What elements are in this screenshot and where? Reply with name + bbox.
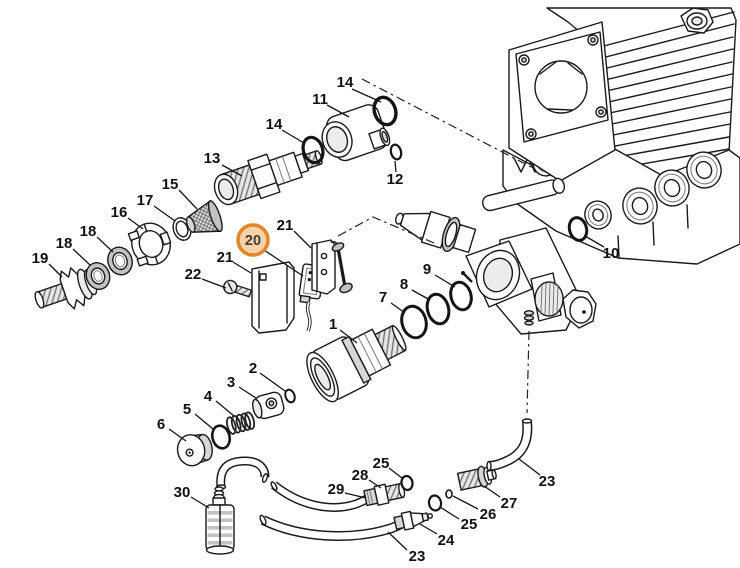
part-7-oring — [400, 304, 428, 340]
part-callout-30[interactable]: 30 — [174, 484, 191, 501]
plate-bolts — [518, 34, 607, 140]
part-callout-27[interactable]: 27 — [501, 495, 518, 512]
part-callout-6[interactable]: 6 — [157, 416, 165, 433]
part-3-valve-body — [251, 391, 285, 420]
part-14-oring-left — [301, 135, 325, 165]
part-27-fitting — [456, 465, 497, 491]
pump-body — [502, 7, 740, 265]
microswitch-group — [223, 239, 353, 334]
part-4-spring — [225, 411, 256, 435]
hose-29 — [270, 481, 378, 512]
adjustment-knob — [534, 281, 564, 317]
part-16-clamp-shells — [127, 222, 172, 267]
part-15-strainer — [185, 199, 223, 233]
part-11-elbow-fitting — [321, 104, 391, 162]
leader-lines — [48, 88, 605, 551]
part-callout-7[interactable]: 7 — [379, 289, 387, 306]
part-callout-8[interactable]: 8 — [400, 276, 408, 293]
part-callout-16[interactable]: 16 — [111, 204, 128, 221]
part-callout-23[interactable]: 23 — [539, 473, 556, 490]
part-callout-24[interactable]: 24 — [438, 532, 455, 549]
part-22-screw — [223, 279, 253, 298]
part-callout-1[interactable]: 1 — [329, 316, 337, 333]
part-25-oring-a — [400, 474, 414, 492]
inlet-chain — [34, 95, 403, 310]
part-30-filter — [205, 486, 235, 555]
part-6-plug — [176, 433, 213, 467]
part-21-bracket — [311, 239, 353, 295]
part-10-oring — [567, 216, 589, 242]
part-5-oring — [210, 424, 232, 450]
part-callout-14[interactable]: 14 — [266, 116, 283, 133]
part-14-oring-top — [372, 95, 398, 127]
part-callout-29[interactable]: 29 — [328, 481, 345, 498]
valve-rod — [481, 177, 566, 212]
part-25-oring-b — [427, 494, 443, 512]
part-callout-2[interactable]: 2 — [249, 360, 257, 377]
barb-outlet — [523, 310, 535, 326]
part-callout-25[interactable]: 25 — [461, 516, 478, 533]
part-callout-23[interactable]: 23 — [409, 548, 426, 565]
part-12-oring — [389, 143, 403, 161]
part-callout-15[interactable]: 15 — [162, 176, 179, 193]
hex-plug — [562, 289, 597, 329]
hose-elbow-small — [215, 456, 270, 490]
part-callout-12[interactable]: 12 — [387, 171, 404, 188]
valve-spool — [394, 210, 477, 254]
callout-layer: 1234567891011121314141516171818192021212… — [32, 74, 620, 565]
part-callout-18[interactable]: 18 — [56, 235, 73, 252]
part-21-holder-plate — [251, 261, 295, 334]
unloader-valve-assembly — [394, 177, 597, 335]
part-callout-4[interactable]: 4 — [204, 388, 213, 405]
highlight-ring[interactable] — [236, 223, 270, 257]
part-callout-13[interactable]: 13 — [204, 150, 221, 167]
part-callout-28[interactable]: 28 — [352, 467, 369, 484]
part-callout-21[interactable]: 21 — [277, 217, 294, 234]
part-callout-19[interactable]: 19 — [32, 250, 49, 267]
part-2-oring — [284, 388, 296, 404]
part-callout-14[interactable]: 14 — [337, 74, 354, 91]
bottom-hose-group — [205, 418, 533, 555]
part-callout-21[interactable]: 21 — [217, 249, 234, 266]
assembly-axis-lines — [337, 78, 534, 414]
part-28-29-fitting — [363, 482, 406, 507]
part-24-nipple — [393, 510, 433, 531]
shaft-opening — [534, 60, 588, 114]
part-13-fitting — [213, 149, 323, 206]
part-1-coupler — [306, 324, 407, 403]
part-callout-5[interactable]: 5 — [183, 401, 191, 418]
part-9-oring — [449, 280, 473, 312]
part-callout-10[interactable]: 10 — [603, 245, 620, 262]
part-callout-25[interactable]: 25 — [373, 455, 390, 472]
part-18-seal-ring-a — [85, 261, 111, 291]
part-callout-3[interactable]: 3 — [227, 374, 235, 391]
hose-23-elbow — [486, 418, 533, 472]
valve-insert-chain — [176, 388, 296, 467]
part-callout-11[interactable]: 11 — [312, 91, 328, 108]
part-callout-17[interactable]: 17 — [137, 192, 154, 209]
hose-23-long — [259, 513, 413, 541]
part-18-seal-ring-b — [107, 246, 133, 276]
manifold-ports — [584, 151, 722, 258]
part-callout-22[interactable]: 22 — [185, 266, 202, 283]
part-8-oring — [425, 292, 451, 326]
part-26-oring — [445, 489, 453, 499]
oil-plug — [680, 7, 714, 34]
part-callout-26[interactable]: 26 — [480, 506, 497, 523]
part-callout-18[interactable]: 18 — [80, 223, 97, 240]
part-callout-20-highlighted[interactable]: 20 — [245, 233, 261, 249]
part-callout-9[interactable]: 9 — [423, 261, 431, 278]
